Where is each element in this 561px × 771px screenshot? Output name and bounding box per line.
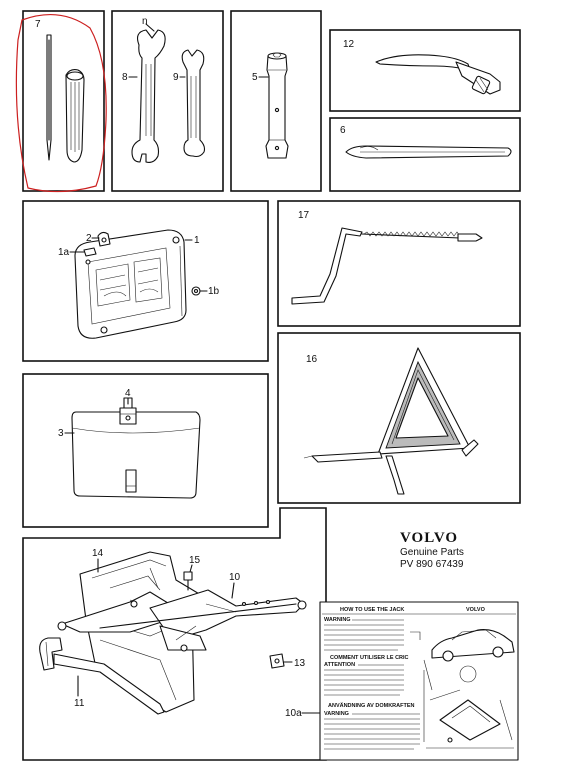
label-title: HOW TO USE THE JACK [340,607,404,613]
small-spanner-icon [181,49,206,158]
callout-n: n [142,16,148,27]
callout-2: 2 [86,233,92,244]
callout-14: 14 [92,548,104,559]
panel-crank-handle: 17 [277,200,521,327]
panel-tool-holder: 2 1 1a 1b [22,200,269,362]
label-section-fr: COMMENT UTILISER LE CRIC [330,655,409,661]
callout-8: 8 [122,72,128,83]
jack-instruction-label: HOW TO USE THE JACK VOLVO WARNING COMMEN… [319,601,519,761]
panel-jack: 14 15 10 13 11 10a [22,507,327,761]
callout-12: 12 [343,39,355,50]
branding: VOLVO Genuine Parts PV 890 67439 [400,530,464,570]
callout-15: 15 [189,555,201,566]
callout-11: 11 [74,698,85,709]
clip-icon [83,231,111,257]
scissor-jack-icon [57,589,307,652]
panel-tool-bag: 4 3 [22,373,269,528]
callout-10a: 10a [285,708,302,719]
tool-bag-icon [71,411,201,499]
callout-7: 7 [35,19,41,30]
washer-icon [191,286,201,296]
red-annotation-circle [15,14,107,193]
label-varning: VARNING [324,711,349,717]
label-text-fr [324,664,404,696]
label-warning: WARNING [324,617,351,623]
brand-logo: VOLVO [400,530,458,546]
label-text-sv [324,713,420,750]
label-attention: ATTENTION [324,662,355,668]
hubcap-remover-icon [375,54,501,95]
callout-17: 17 [298,210,310,221]
callout-16: 16 [306,354,318,365]
label-text-en [324,619,404,651]
jack-strap-icon [39,637,165,715]
brand-genuine-parts: Genuine Parts [400,547,464,558]
callout-5: 5 [252,72,258,83]
tyre-lever-icon [345,145,512,159]
panel-spanners: n 8 9 [111,10,224,192]
open-end-spanner-icon [131,29,166,163]
panel-hubcap-tool: 12 [329,29,521,112]
label-brand: VOLVO [466,607,486,613]
panel-warning-triangle: 16 [277,332,521,504]
bolt-icon [183,571,193,591]
callout-9: 9 [173,72,179,83]
callout-6: 6 [340,125,346,136]
part-number: PV 890 67439 [400,559,464,570]
panel-screwdriver: 7 [15,10,107,193]
callout-1: 1 [194,235,200,246]
car-jacking-illustration-icon [410,629,515,749]
crank-handle-icon [291,227,483,305]
strap-buckle-icon [119,397,137,425]
tool-holder-tray-icon [74,229,187,339]
callout-10: 10 [229,572,241,583]
box-spanner-icon [265,52,289,159]
panel-box-spanner: 5 [230,10,322,192]
panel-tyre-lever: 6 [329,117,521,192]
screwdriver-icon [46,34,85,163]
callout-3: 3 [58,428,64,439]
callout-1a: 1a [58,247,70,258]
warning-triangle-icon [303,347,479,495]
callout-4: 4 [125,388,131,399]
callout-1b: 1b [208,286,220,297]
label-section-sv: ANVÄNDNING AV DOMKRAFTEN [328,702,414,709]
nut-clip-icon [269,653,285,669]
callout-13: 13 [294,658,306,669]
